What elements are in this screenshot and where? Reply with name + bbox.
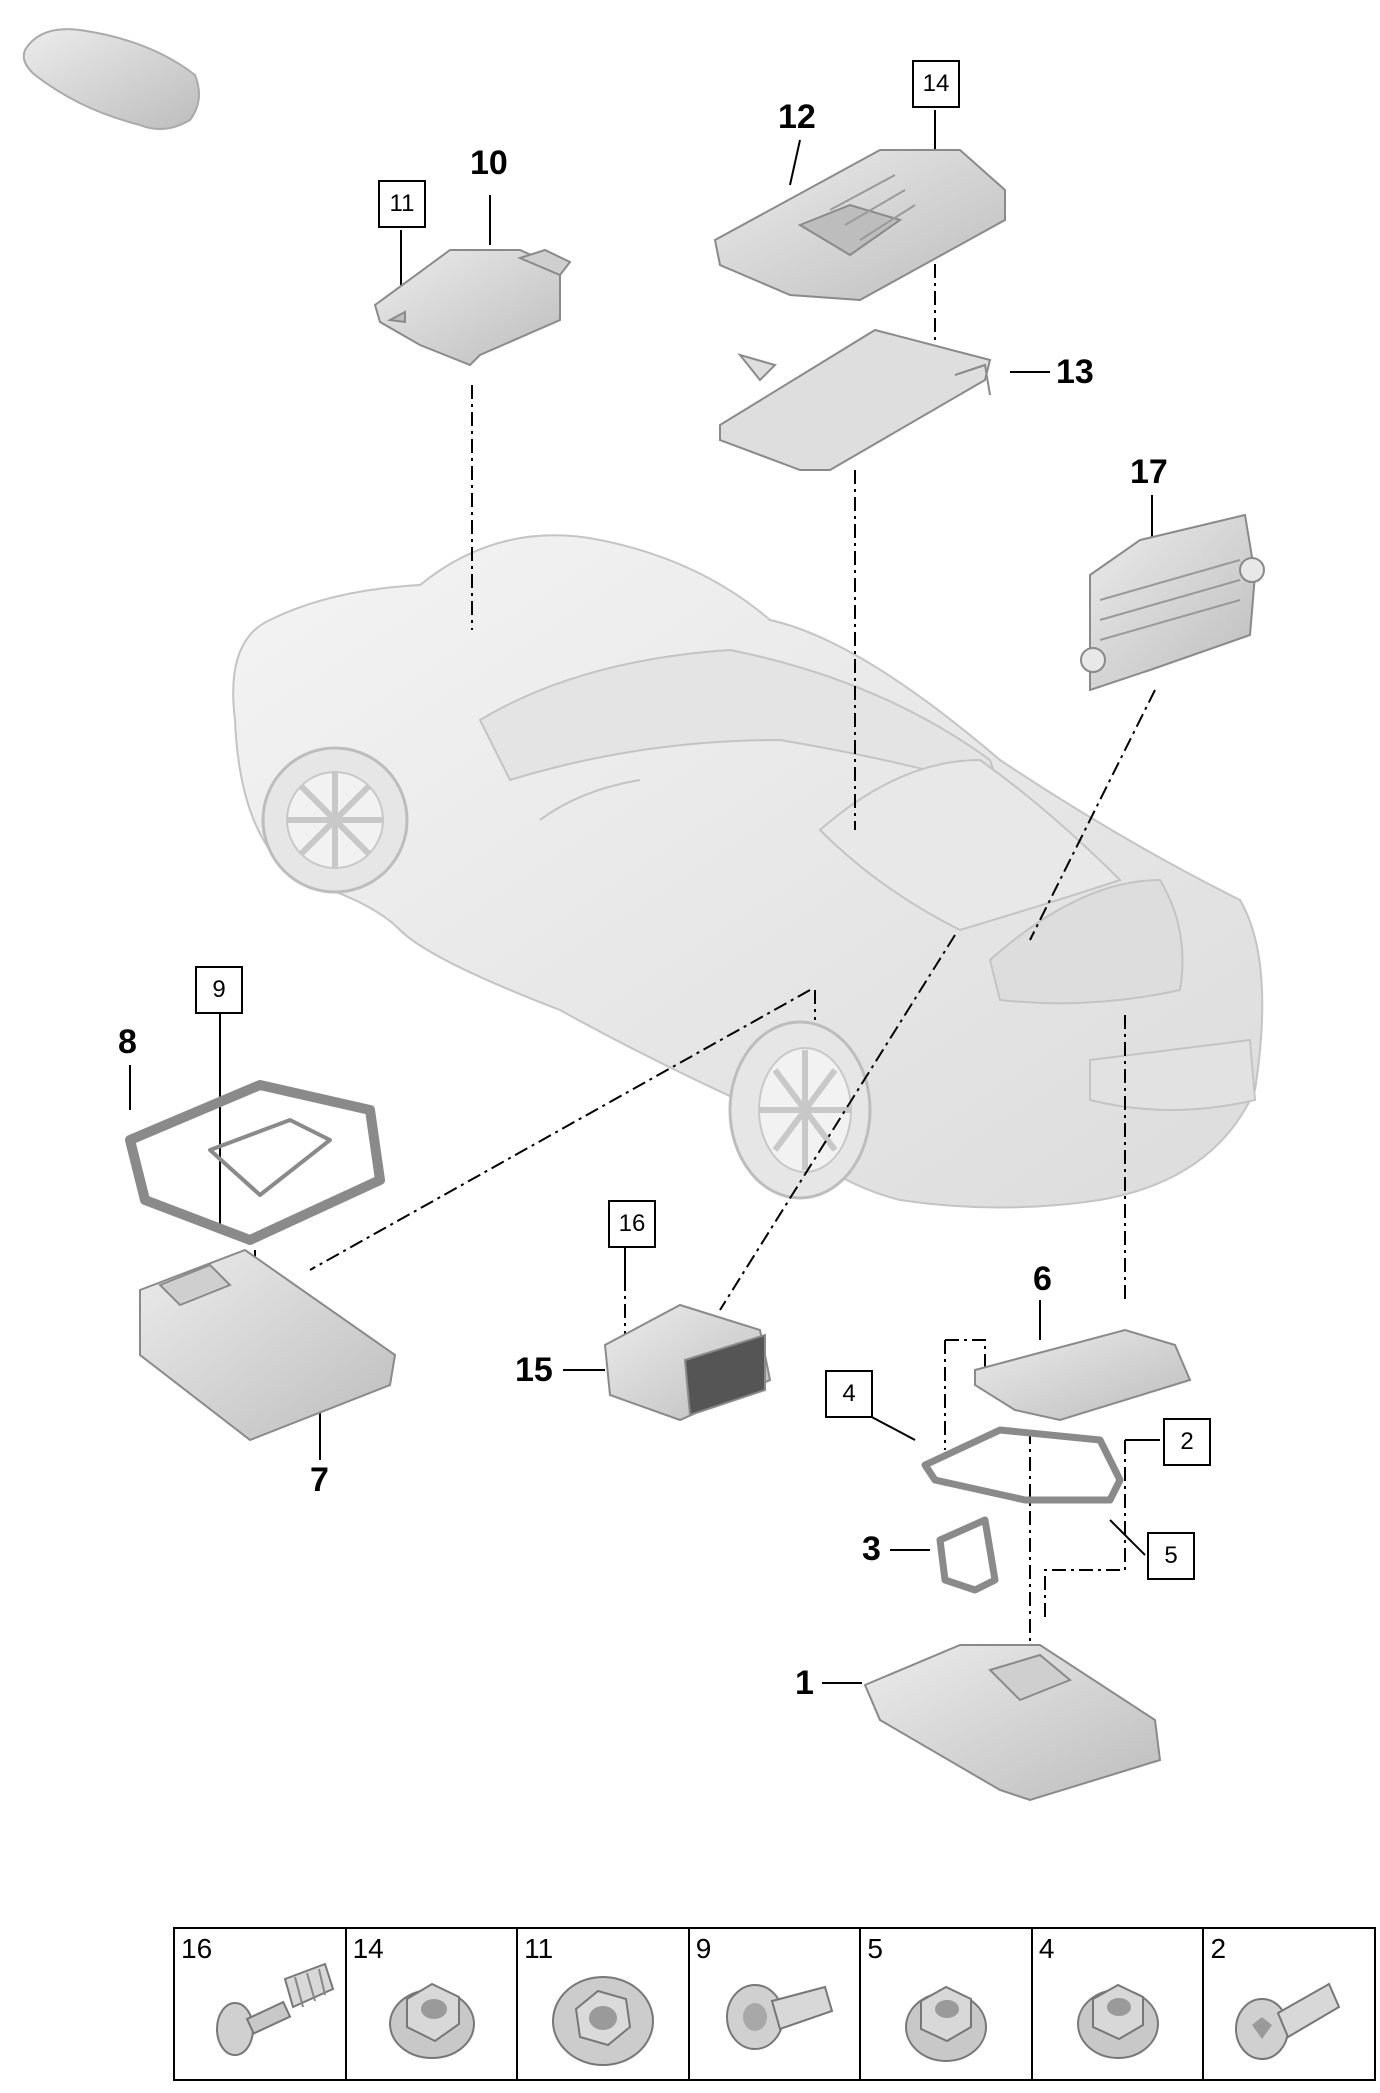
callout-7: 7 (310, 1461, 329, 1499)
fastener-number: 9 (695, 1933, 712, 1964)
boxed-callout-16: 16 (608, 1200, 656, 1248)
callout-3: 3 (862, 1530, 881, 1568)
callout-1: 1 (795, 1664, 814, 1702)
rear-wheel (728, 1020, 872, 1200)
fastener-cell: 4 (1033, 1929, 1205, 2079)
fastener-table: 16 14 11 9 5 (173, 1927, 1376, 2081)
part-12-amplifier (713, 149, 1006, 302)
callout-8: 8 (118, 1023, 137, 1061)
flange-nut-icon (388, 1982, 475, 2059)
hex-nut-icon (552, 1976, 655, 2066)
flange-bolt-icon (725, 1984, 833, 2050)
callout-15: 15 (515, 1351, 553, 1389)
part-6-cover (974, 1328, 1192, 1422)
boxed-callout-9: 9 (195, 966, 243, 1014)
fastener-number: 16 (181, 1933, 213, 1964)
view-indicator-icon (22, 28, 200, 130)
flange-nut-icon (1076, 1983, 1159, 2059)
fastener-cell: 9 (690, 1929, 862, 2079)
front-wheel (261, 746, 409, 894)
fastener-number: 11 (524, 1933, 554, 1964)
fastener-cell: 2 (1204, 1929, 1374, 2079)
boxed-callout-2: 2 (1163, 1418, 1211, 1466)
part-15-module (603, 1303, 772, 1422)
callout-17: 17 (1130, 453, 1168, 491)
fastener-cell: 5 (861, 1929, 1033, 2079)
fastener-number: 14 (352, 1933, 384, 1964)
boxed-callout-11: 11 (378, 180, 426, 228)
car-silhouette (232, 534, 1264, 1209)
callout-10: 10 (470, 144, 508, 182)
push-rivet-icon (216, 1962, 335, 2056)
part-1-control-unit (863, 1644, 1162, 1802)
fastener-cell: 11 (518, 1929, 690, 2079)
fastener-number: 4 (1038, 1933, 1055, 1964)
torx-bolt-icon (1235, 1982, 1341, 2060)
fastener-number: 5 (867, 1933, 883, 1964)
part-13-bracket (719, 328, 992, 471)
boxed-callout-4: 4 (825, 1370, 873, 1418)
callout-12: 12 (778, 98, 816, 136)
callout-13: 13 (1056, 353, 1094, 391)
fastener-number: 2 (1210, 1933, 1227, 1964)
callout-6: 6 (1033, 1260, 1052, 1298)
fastener-cell: 14 (347, 1929, 519, 2079)
part-10-control-module (373, 248, 572, 367)
part-3-4-brackets (921, 1426, 1124, 1594)
part-7-control-unit (139, 1248, 397, 1442)
boxed-callout-5: 5 (1147, 1532, 1195, 1580)
boxed-callout-14: 14 (912, 60, 960, 108)
part-8-mounting-frame (125, 1080, 385, 1245)
part-17-module (1080, 513, 1265, 692)
fastener-cell: 16 (175, 1929, 347, 2079)
flange-nut-icon (905, 1985, 988, 2062)
